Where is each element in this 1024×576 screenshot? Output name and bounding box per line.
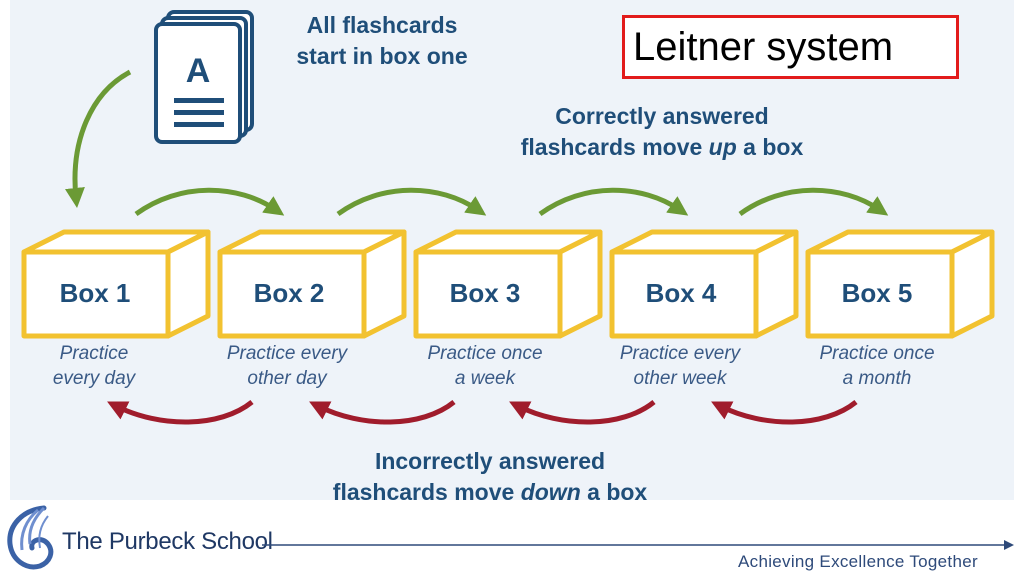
- box-2: [217, 229, 407, 339]
- box-4-practice-line-2: other week: [633, 368, 727, 389]
- box-4-label: Box 4: [645, 278, 717, 308]
- down-arrow-5-4: [711, 400, 858, 425]
- flashcard-stack-icon: A: [154, 10, 254, 144]
- correct-line-1: Correctly answered: [555, 103, 769, 129]
- box-2-practice-line-2: other day: [247, 368, 327, 389]
- correct-line-2-pre: flashcards move: [520, 134, 709, 160]
- box-1-practice-line-2: every day: [52, 368, 136, 389]
- correct-line-2-em: up: [708, 134, 737, 160]
- up-arrow-4-5: [738, 187, 889, 217]
- box-3-practice-line-2: a week: [454, 368, 516, 389]
- box-1-practice-line-1: Practice: [59, 343, 129, 364]
- box-1-label: Box 1: [59, 278, 131, 308]
- leitner-diagram: [21, 69, 995, 425]
- footer-arrow-line: [262, 540, 1014, 550]
- box-5-practice: Practice once a month: [797, 341, 957, 391]
- up-arrow-1-2: [134, 187, 285, 217]
- box-1-practice: Practice every day: [14, 341, 174, 391]
- box-4-practice-line-1: Practice every: [619, 343, 741, 364]
- start-arrow: [65, 69, 132, 208]
- slide-title: Leitner system: [633, 25, 894, 69]
- box-2-practice: Practice every other day: [207, 341, 367, 391]
- box-4-practice: Practice every other week: [600, 341, 760, 391]
- box-5-practice-line-1: Practice once: [819, 343, 935, 364]
- down-arrow-3-2: [309, 400, 456, 425]
- box-4: [609, 229, 799, 339]
- up-arrow-2-3: [336, 187, 487, 217]
- incorrect-answer-text: Incorrectly answered flashcards move dow…: [290, 446, 690, 508]
- school-name: The Purbeck School: [62, 528, 273, 555]
- intro-line-1: All flashcards: [306, 12, 458, 38]
- intro-line-2: start in box one: [296, 43, 468, 69]
- box-2-practice-line-1: Practice every: [226, 343, 348, 364]
- box-3-practice-line-1: Practice once: [427, 343, 543, 364]
- box-3-practice: Practice once a week: [405, 341, 565, 391]
- box-5: [805, 229, 995, 339]
- up-arrow-3-4: [538, 187, 689, 217]
- box-5-label: Box 5: [841, 278, 913, 308]
- correct-answer-text: Correctly answered flashcards move up a …: [462, 101, 862, 163]
- correct-line-2: flashcards move up a box: [462, 132, 862, 163]
- incorrect-line-1: Incorrectly answered: [374, 448, 606, 474]
- box-2-label: Box 2: [253, 278, 325, 308]
- school-motto: Achieving Excellence Together: [738, 552, 978, 571]
- box-3: [413, 229, 603, 339]
- footer: [0, 500, 1024, 576]
- title-box: Leitner system: [622, 15, 959, 79]
- shell-logo-icon: [7, 505, 54, 570]
- correct-line-2-post: a box: [736, 134, 804, 160]
- box-5-practice-line-2: a month: [842, 368, 912, 389]
- down-arrow-2-1: [107, 400, 254, 425]
- down-arrow-4-3: [509, 400, 656, 425]
- box-3-label: Box 3: [449, 278, 521, 308]
- box-1: [21, 229, 211, 339]
- intro-text: All flashcards start in box one: [262, 10, 502, 72]
- flashcard-letter: A: [186, 52, 211, 90]
